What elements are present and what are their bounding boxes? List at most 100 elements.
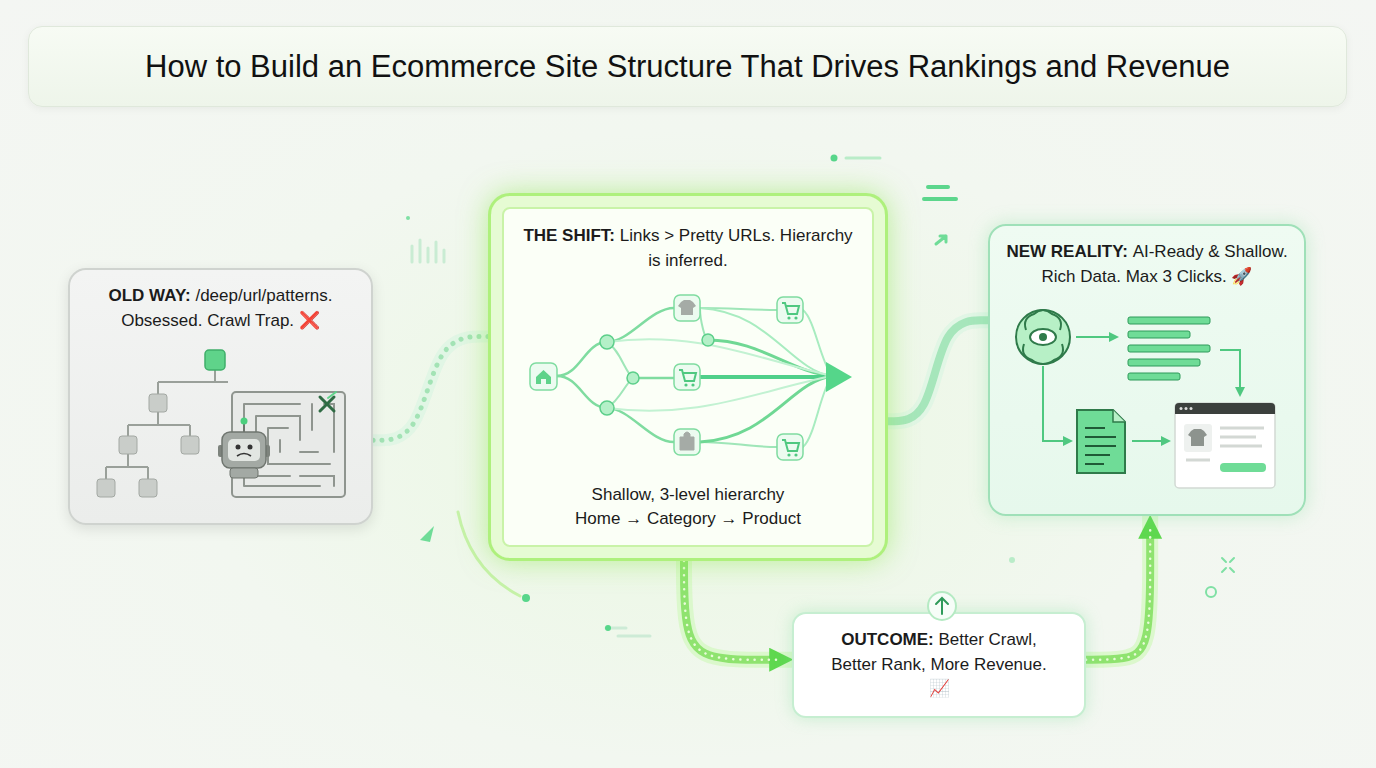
link-curves	[700, 375, 832, 379]
cart-icons	[794, 453, 797, 456]
box-text: Home → Category → Product	[523, 507, 853, 532]
up-badge	[928, 592, 956, 620]
link-curves	[607, 376, 832, 411]
product-icons	[674, 364, 700, 390]
tree-squares	[139, 479, 157, 497]
product-page	[1190, 407, 1193, 410]
link-curves	[700, 308, 832, 376]
product-page	[1175, 403, 1275, 488]
link-curves	[700, 442, 777, 447]
structured-data-bars	[1128, 345, 1210, 352]
title-bar: How to Build an Ecommerce Site Structure…	[28, 26, 1347, 107]
dead-end-mark	[320, 392, 336, 411]
tree-squares	[181, 436, 199, 454]
text-group: Shallow, 3-level hierarchyHome → Categor…	[523, 483, 853, 532]
tree-squares	[119, 436, 137, 454]
home-icon	[530, 363, 557, 390]
connector-dots	[1086, 528, 1150, 660]
box-text: Shallow, 3-level hierarchy	[523, 483, 853, 508]
product-page	[1220, 463, 1266, 472]
structured-data-bars	[1128, 317, 1210, 380]
link-curves	[557, 376, 607, 408]
product-page	[1185, 407, 1188, 410]
product-icons	[684, 383, 687, 386]
link-curves	[607, 308, 674, 342]
structured-data-bars	[1128, 359, 1200, 366]
text-group: THE SHIFT: Links > Pretty URLs. Hierarchy…	[523, 224, 853, 273]
site-tree	[106, 369, 228, 479]
up-badge	[936, 598, 948, 614]
product-page	[1188, 429, 1207, 446]
data-document	[1077, 410, 1125, 473]
product-icons	[674, 429, 700, 455]
connector-glow	[888, 320, 988, 421]
home-icon	[536, 370, 551, 384]
box-heading: OUTCOME:	[841, 630, 934, 649]
connector-glow	[373, 337, 488, 441]
cart-icons	[777, 434, 803, 460]
confused-robot	[218, 418, 270, 479]
tree-squares	[97, 479, 115, 497]
product-icons	[691, 383, 694, 386]
ai-brain	[1030, 329, 1056, 345]
new-reality-box: NEW REALITY:AI-Ready & Shallow. Rich Dat…	[988, 224, 1306, 516]
box-heading: OLD WAY:	[109, 286, 191, 305]
confused-robot	[248, 445, 253, 450]
structured-data-bars	[1128, 331, 1190, 338]
tree-squares	[97, 350, 225, 497]
confused-robot	[236, 445, 241, 450]
cart-icons	[782, 303, 799, 314]
home-icon	[541, 379, 546, 384]
old-way-box: OLD WAY:/deep/url/patterns. Obsessed. Cr…	[68, 268, 373, 525]
data-document	[1085, 428, 1116, 464]
data-document	[1113, 410, 1125, 422]
connector-glow	[684, 561, 792, 660]
flow-connector	[684, 561, 792, 660]
product-icons	[679, 370, 696, 381]
confused-robot	[228, 439, 260, 461]
confused-robot	[222, 432, 266, 468]
product-icons	[680, 432, 694, 450]
up-badge	[928, 592, 956, 620]
box-heading: NEW REALITY:	[1006, 242, 1128, 261]
link-curves	[607, 339, 832, 376]
confused-robot	[237, 454, 251, 457]
confused-robot	[241, 418, 248, 425]
flow-arrows	[1043, 366, 1068, 441]
product-page	[1186, 428, 1264, 460]
cart-icons	[794, 316, 797, 319]
link-nodes	[627, 372, 639, 384]
tree-squares	[149, 394, 167, 412]
product-icons	[674, 295, 700, 321]
box-text: Links > Pretty URLs. Hierarchy is inferr…	[620, 226, 853, 270]
confused-robot	[230, 468, 258, 478]
link-nodes	[600, 334, 714, 415]
dead-end-mark	[328, 392, 336, 398]
connector-glow	[1086, 516, 1150, 660]
ai-brain	[1016, 310, 1070, 364]
dead-end-mark	[320, 397, 334, 411]
flow-arrows	[1220, 350, 1240, 392]
data-document	[1077, 410, 1125, 473]
flow-connector	[373, 337, 488, 441]
old-way-illustration	[68, 268, 373, 525]
box-heading: THE SHIFT:	[523, 226, 615, 245]
structured-data-bars	[1128, 373, 1180, 380]
product-page	[1175, 403, 1275, 488]
link-curves	[607, 408, 674, 442]
product-icons	[678, 300, 696, 315]
flow-arrows	[1132, 440, 1166, 442]
shift-box: THE SHIFT: Links > Pretty URLs. Hierarchy…	[488, 193, 888, 561]
home-icon	[530, 363, 557, 390]
product-icons	[674, 295, 700, 455]
connector-line	[684, 561, 780, 660]
flow-arrows	[1076, 336, 1114, 338]
cart-icons	[787, 453, 790, 456]
link-nodes	[702, 334, 714, 346]
cart-icons	[787, 316, 790, 319]
link-graph-illustration	[488, 193, 888, 561]
connector-dots	[684, 561, 780, 660]
cart-icons	[777, 297, 803, 460]
product-page	[1184, 424, 1212, 452]
